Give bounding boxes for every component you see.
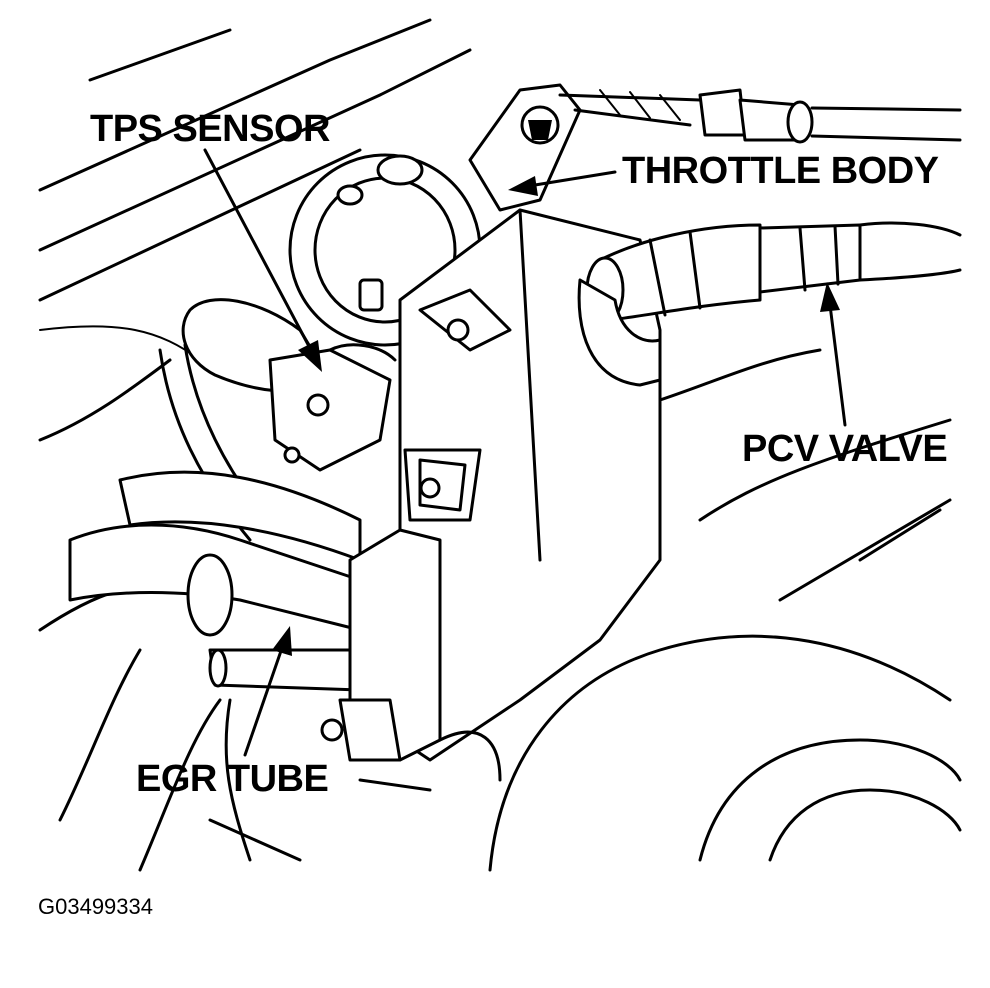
figure-code: G03499334: [38, 894, 153, 919]
tps-sensor-label: TPS SENSOR: [90, 108, 330, 150]
pcv-leader-line: [828, 303, 847, 427]
pcv-hose: [577, 221, 962, 387]
pcv-arrowhead: [820, 282, 840, 312]
egr-leader-line: [243, 646, 284, 757]
egr-arrowhead: [272, 626, 292, 656]
engine-block-curve: [488, 634, 962, 872]
tps-sensor-body: [158, 298, 397, 542]
pcv-valve-label: PCV VALVE: [742, 428, 948, 470]
throttle-leader-line: [533, 170, 617, 187]
tps-arrowhead: [298, 340, 322, 372]
throttle-linkage: [468, 83, 962, 212]
egr-tube-assembly: [68, 470, 502, 792]
egr-tube-label: EGR TUBE: [136, 758, 329, 800]
throttle-arrowhead: [508, 176, 538, 196]
leader-arrows: [203, 148, 847, 757]
background-lines: [38, 18, 472, 872]
tps-leader-line: [203, 148, 314, 354]
throttle-body-label: THROTTLE BODY: [622, 150, 939, 192]
